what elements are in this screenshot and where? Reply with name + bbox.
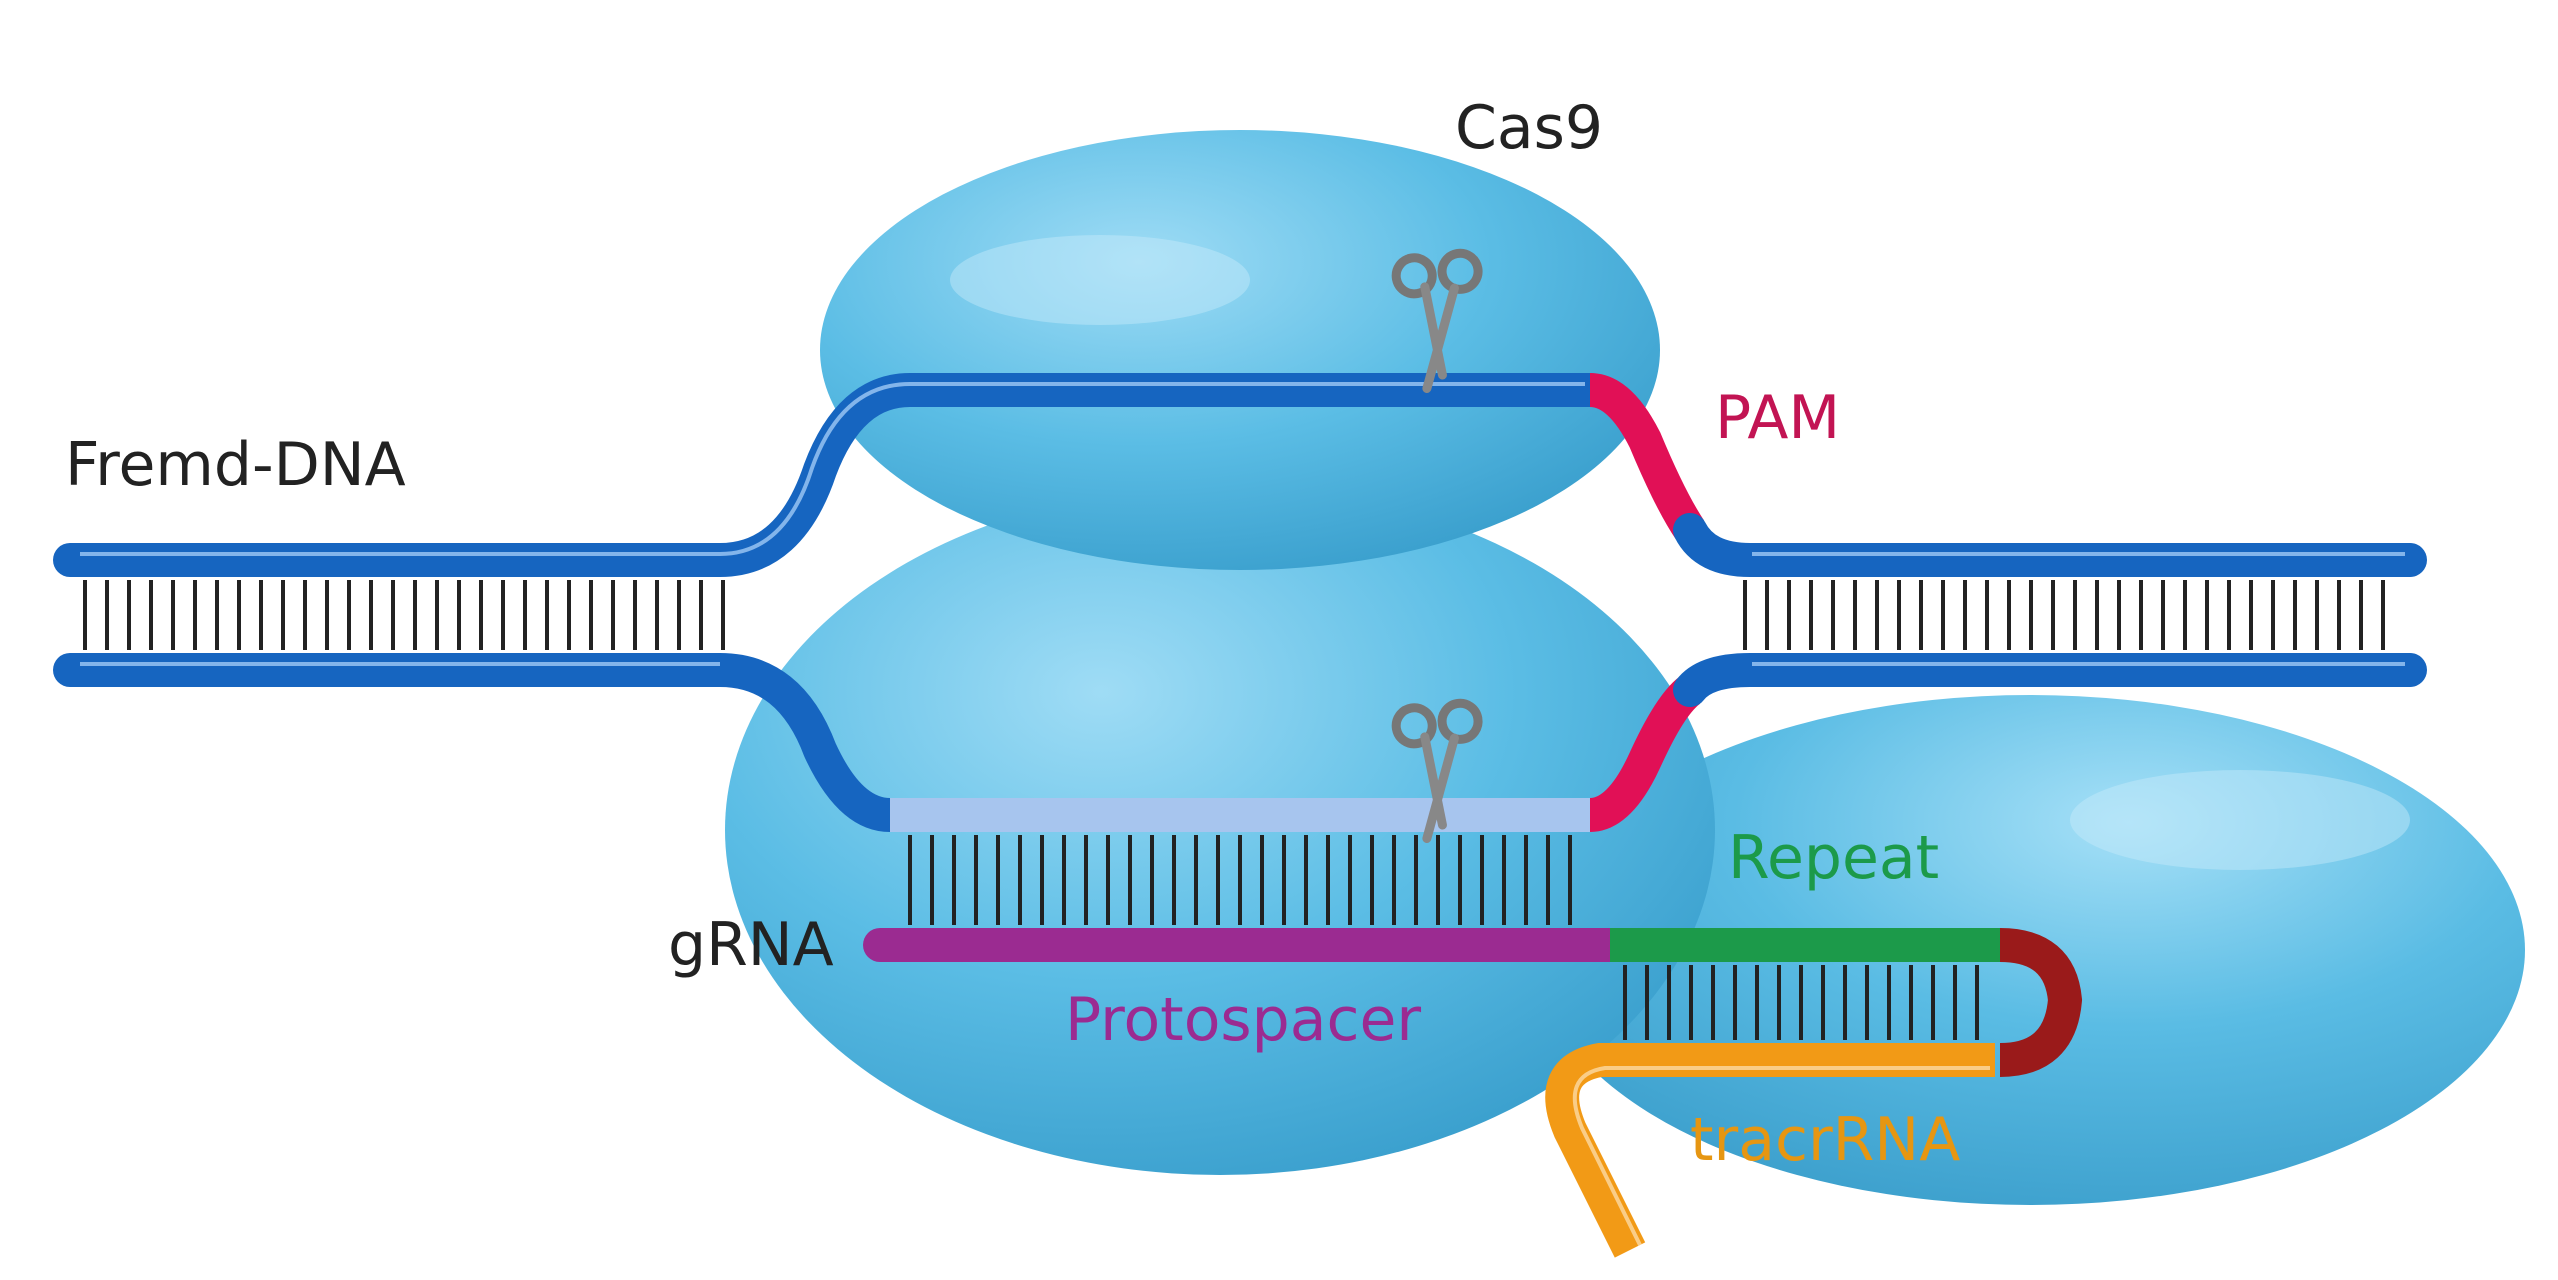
tracrrna-label: tracrRNA (1690, 1105, 1960, 1175)
dna-base-pairs-right (1743, 580, 2385, 650)
repeat-base-pairs (1623, 965, 1979, 1040)
grna-base-pairs (908, 835, 1572, 925)
grna-label: gRNA (668, 910, 834, 980)
dna-base-pairs-left (83, 580, 725, 650)
cas9-highlight (950, 235, 1250, 325)
dna-bottom-strand (53, 653, 2427, 832)
scissors-icon (1391, 248, 1483, 393)
pam-label: PAM (1715, 383, 1840, 453)
tracrrna-strand (1545, 1043, 1995, 1258)
cas9-highlight (2070, 770, 2410, 870)
cas9-upper-lobe (820, 130, 1660, 570)
grna-strand (863, 928, 2083, 1077)
dna-top-strand (53, 373, 2427, 577)
scissors-icon (1391, 698, 1483, 843)
repeat-label: Repeat (1728, 823, 1939, 893)
cas9-label: Cas9 (1455, 93, 1603, 163)
fremd-dna-label: Fremd-DNA (65, 430, 406, 500)
protospacer-label: Protospacer (1065, 985, 1421, 1055)
